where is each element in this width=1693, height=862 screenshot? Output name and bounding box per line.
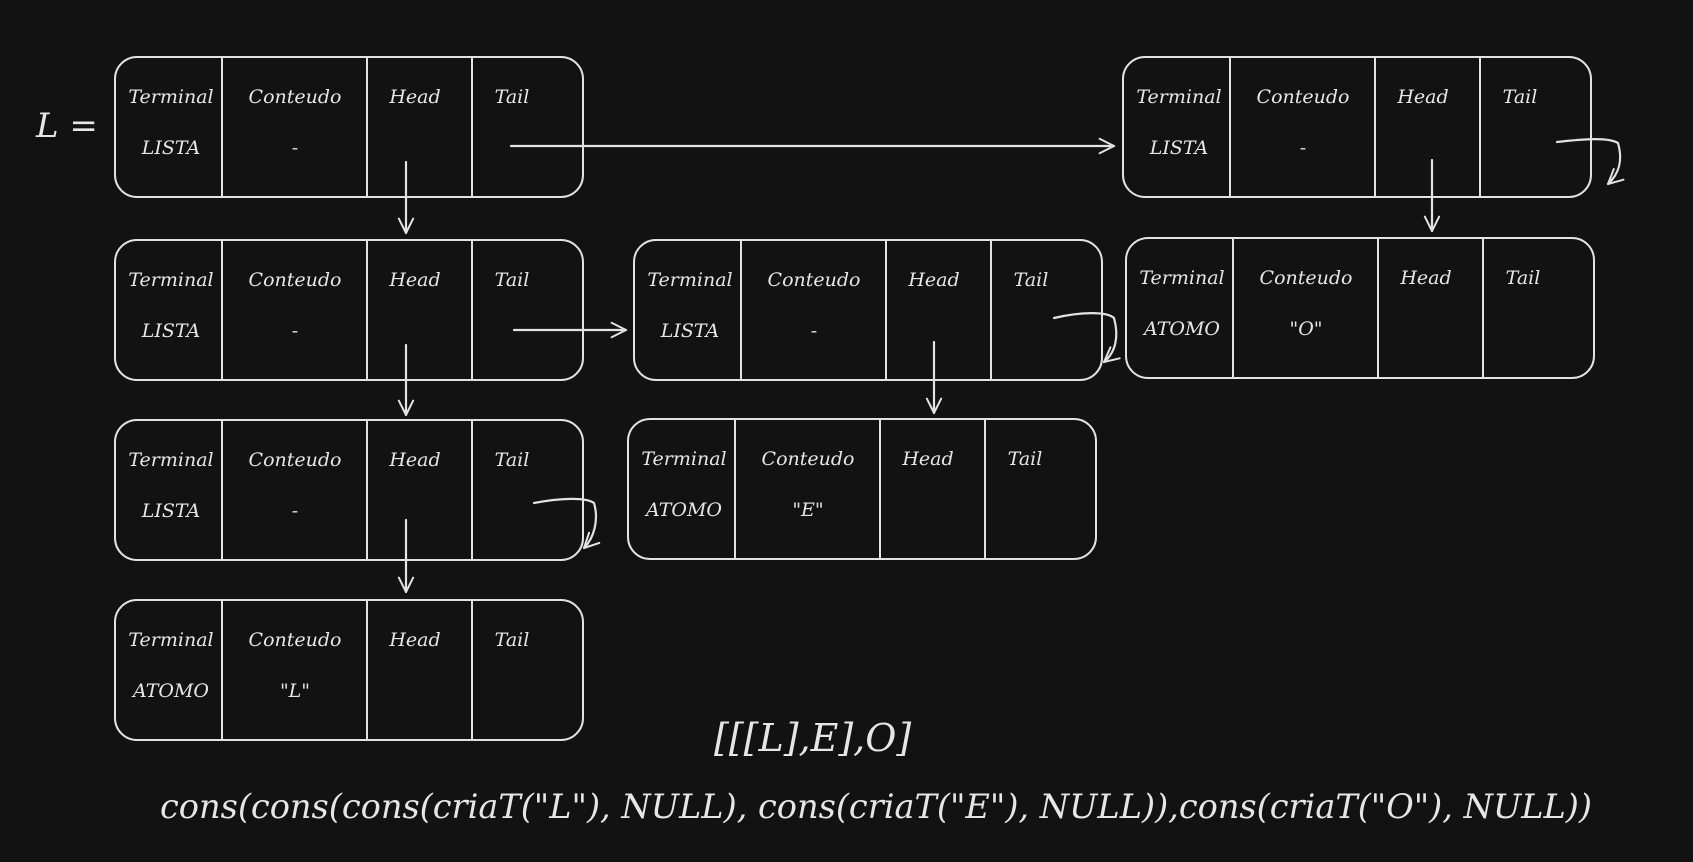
cons-expression: cons(cons(cons(criaT("L"), NULL), cons(c… xyxy=(160,787,1592,827)
conteudo-value: "O" xyxy=(1289,318,1322,340)
field-label-head: Head xyxy=(901,448,953,470)
field-label-tail: Tail xyxy=(495,269,530,291)
terminal-value: LISTA xyxy=(141,500,201,522)
variable-label: L = xyxy=(35,106,98,146)
tail-arrow-n3-null xyxy=(532,497,601,550)
conteudo-value: - xyxy=(1300,137,1306,159)
field-label-tail: Tail xyxy=(1008,448,1043,470)
field-label-conteudo: Conteudo xyxy=(249,629,342,651)
field-label-terminal: Terminal xyxy=(1139,267,1224,289)
field-label-conteudo: Conteudo xyxy=(762,448,855,470)
field-label-conteudo: Conteudo xyxy=(768,269,861,291)
tail-arrow-n7-null xyxy=(1555,138,1625,186)
field-label-tail: Tail xyxy=(1506,267,1541,289)
terminal-value: LISTA xyxy=(141,137,201,159)
node-border xyxy=(114,56,584,198)
node-border xyxy=(1125,237,1595,379)
field-label-head: Head xyxy=(388,629,440,651)
field-label-conteudo: Conteudo xyxy=(1257,86,1350,108)
field-label-terminal: Terminal xyxy=(641,448,726,470)
field-label-tail: Tail xyxy=(495,629,530,651)
terminal-value: ATOMO xyxy=(131,680,209,702)
field-label-tail: Tail xyxy=(1503,86,1538,108)
field-label-tail: Tail xyxy=(1014,269,1049,291)
field-label-head: Head xyxy=(907,269,959,291)
terminal-value: LISTA xyxy=(660,320,720,342)
terminal-value: LISTA xyxy=(1149,137,1209,159)
node-border xyxy=(1122,56,1592,198)
node-border xyxy=(114,419,584,561)
terminal-value: ATOMO xyxy=(1142,318,1220,340)
field-label-tail: Tail xyxy=(495,86,530,108)
field-label-head: Head xyxy=(388,449,440,471)
field-label-head: Head xyxy=(1399,267,1451,289)
field-label-conteudo: Conteudo xyxy=(1260,267,1353,289)
conteudo-value: - xyxy=(292,137,298,159)
tail-arrow-n5-null xyxy=(1052,312,1121,364)
field-label-conteudo: Conteudo xyxy=(249,269,342,291)
field-label-conteudo: Conteudo xyxy=(249,86,342,108)
terminal-value: ATOMO xyxy=(644,499,722,521)
conteudo-value: "L" xyxy=(280,680,310,702)
node-border xyxy=(114,239,584,381)
arrows-layer xyxy=(397,137,1625,594)
field-label-tail: Tail xyxy=(495,449,530,471)
field-label-conteudo: Conteudo xyxy=(249,449,342,471)
field-label-terminal: Terminal xyxy=(128,269,213,291)
node-border xyxy=(627,418,1097,560)
field-label-terminal: Terminal xyxy=(128,86,213,108)
field-label-terminal: Terminal xyxy=(1136,86,1221,108)
field-label-terminal: Terminal xyxy=(128,449,213,471)
conteudo-value: - xyxy=(292,500,298,522)
node-border xyxy=(633,239,1103,381)
conteudo-value: - xyxy=(292,320,298,342)
list-notation: [[[L],E],O] xyxy=(714,716,911,760)
field-label-head: Head xyxy=(388,269,440,291)
conteudo-value: "E" xyxy=(792,499,823,521)
conteudo-value: - xyxy=(811,320,817,342)
node-border xyxy=(114,599,584,741)
field-label-head: Head xyxy=(1396,86,1448,108)
field-label-terminal: Terminal xyxy=(647,269,732,291)
terminal-value: LISTA xyxy=(141,320,201,342)
field-label-head: Head xyxy=(388,86,440,108)
field-label-terminal: Terminal xyxy=(128,629,213,651)
